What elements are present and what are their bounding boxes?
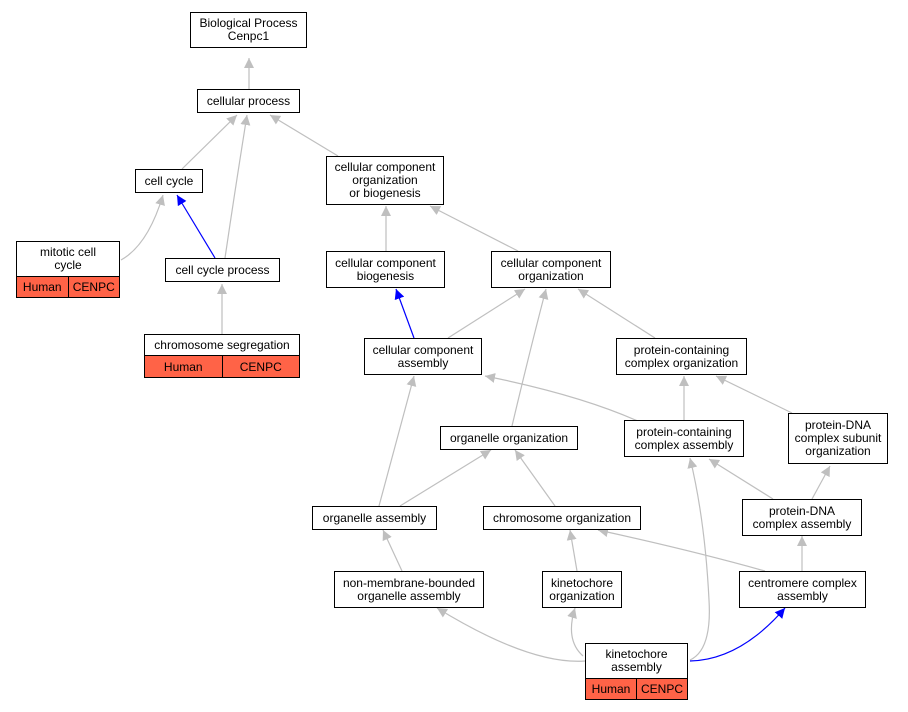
node-kinetochore-organization[interactable]: kinetochore organization xyxy=(542,571,622,608)
annotation-mitotic-cell-cycle: Human CENPC xyxy=(16,277,120,298)
edge-ccassembly-to-ccorg xyxy=(447,288,526,339)
node-cellular-process[interactable]: cellular process xyxy=(197,89,300,113)
node-kinetochore-assembly[interactable]: kinetochore assembly xyxy=(585,643,688,679)
edge-kinorg-to-chromorg xyxy=(566,529,578,572)
edge-pdnaassembly-to-pdnasub xyxy=(811,465,831,500)
node-protein-containing-complex-organization[interactable]: protein-containing complex organization xyxy=(616,338,747,375)
edge-orgassembly-to-orgorg xyxy=(399,449,492,507)
edge-mitotic-to-cell-cycle xyxy=(120,194,165,261)
node-cellular-component-organization-or-biogenesis[interactable]: cellular component organization or bioge… xyxy=(326,156,444,205)
node-centromere-complex-assembly[interactable]: centromere complex assembly xyxy=(739,571,866,608)
edge-kinassembly-to-pcca xyxy=(687,457,710,661)
node-cellular-component-assembly[interactable]: cellular component assembly xyxy=(364,338,482,375)
node-cellular-component-organization[interactable]: cellular component organization xyxy=(491,251,611,288)
annotation-gene: CENPC xyxy=(67,277,119,297)
node-cell-cycle-process[interactable]: cell cycle process xyxy=(165,258,280,282)
edge-cell-cycle-to-cellular-process xyxy=(181,114,238,170)
edge-kinassembly-to-kinorg xyxy=(567,607,584,657)
edge-orgorg-to-ccorg xyxy=(511,288,549,427)
annotation-kinetochore-assembly: Human CENPC xyxy=(585,679,688,700)
node-chromosome-organization[interactable]: chromosome organization xyxy=(483,506,641,530)
edge-centromere-to-chromorg xyxy=(597,527,766,572)
edge-ccp-to-cell-cycle xyxy=(176,194,216,259)
edge-orgassembly-to-ccassembly xyxy=(378,375,417,507)
annotation-gene: CENPC xyxy=(221,356,299,377)
edge-ccp-to-cellular-process xyxy=(224,114,251,259)
edge-nmb-to-orgassembly xyxy=(382,529,403,572)
node-non-membrane-bounded-organelle-assembly[interactable]: non-membrane-bounded organelle assembly xyxy=(334,571,484,608)
node-mitotic-cell-cycle[interactable]: mitotic cell cycle xyxy=(16,241,120,277)
node-protein-containing-complex-assembly[interactable]: protein-containing complex assembly xyxy=(624,420,744,457)
node-biological-process[interactable]: Biological Process Cenpc1 xyxy=(190,12,307,48)
edge-ccob-to-cellular-process xyxy=(269,114,339,157)
node-chromosome-segregation[interactable]: chromosome segregation xyxy=(144,334,300,356)
node-cellular-component-biogenesis[interactable]: cellular component biogenesis xyxy=(326,251,445,288)
edge-kinassembly-to-centromere xyxy=(689,607,786,662)
edge-ccorg-to-ccob xyxy=(429,205,519,252)
edge-pcca-to-ccassembly xyxy=(484,373,641,423)
node-organelle-organization[interactable]: organelle organization xyxy=(440,426,578,450)
annotation-species: Human xyxy=(586,679,636,699)
node-cell-cycle[interactable]: cell cycle xyxy=(135,169,203,193)
edge-pcco-to-ccorg xyxy=(577,288,656,339)
node-protein-dna-complex-assembly[interactable]: protein-DNA complex assembly xyxy=(742,499,862,536)
node-protein-dna-complex-subunit-organization[interactable]: protein-DNA complex subunit organization xyxy=(788,413,888,464)
edge-pdnaassembly-to-pcca xyxy=(708,458,774,500)
annotation-gene: CENPC xyxy=(636,679,687,699)
annotation-species: Human xyxy=(145,356,222,377)
node-organelle-assembly[interactable]: organelle assembly xyxy=(312,506,437,530)
edge-kinassembly-to-nmb xyxy=(436,607,586,662)
annotation-chromosome-segregation: Human CENPC xyxy=(144,356,300,378)
edge-chromorg-to-orgorg xyxy=(514,449,556,507)
edge-pdnasub-to-pcco xyxy=(715,375,793,414)
edge-ccassembly-to-ccbio xyxy=(394,288,415,339)
annotation-species: Human xyxy=(17,277,68,297)
